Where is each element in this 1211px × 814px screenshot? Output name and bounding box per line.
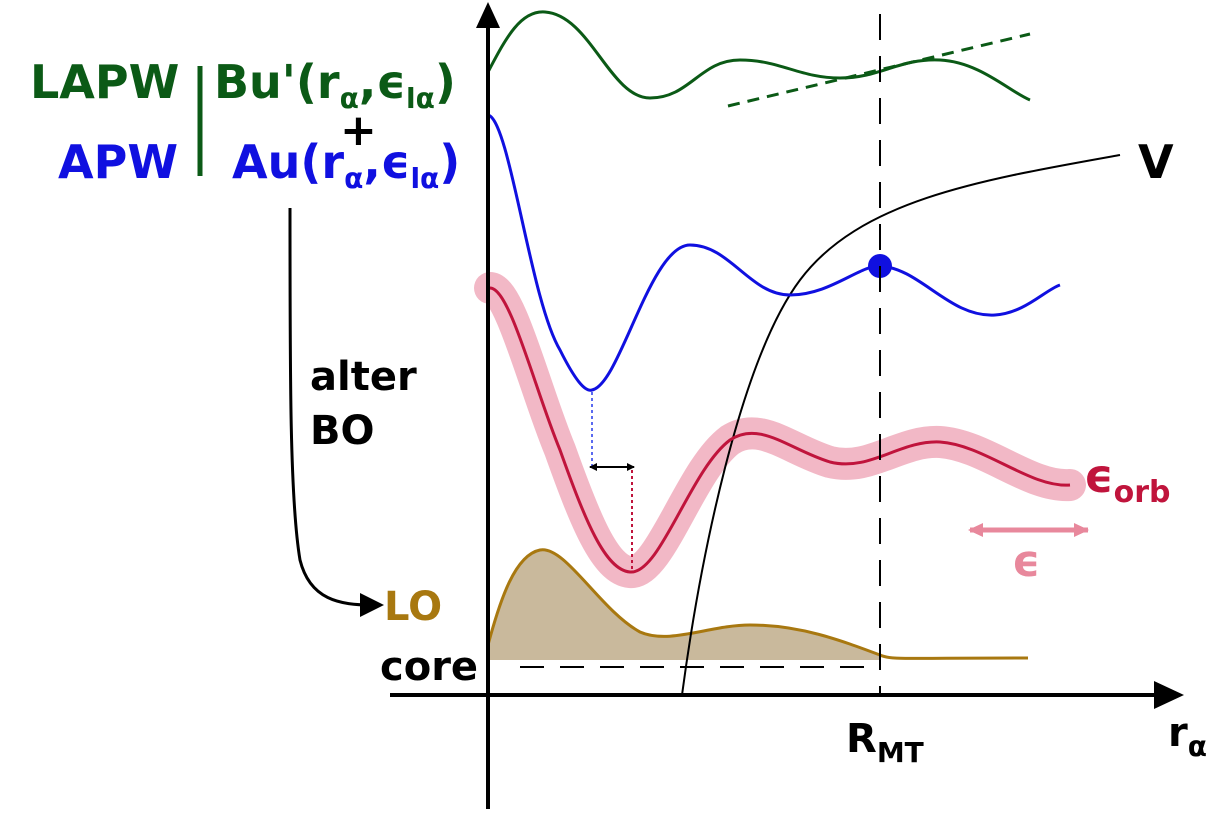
potential-curve [681, 154, 1121, 696]
alter-bo-arrowhead [360, 593, 384, 617]
lapw-label: LAPW [30, 55, 179, 109]
y-axis-arrowhead [476, 2, 500, 28]
lapw-tangent-line [727, 32, 1031, 108]
r-axis-label: rα [1168, 710, 1207, 763]
apw-curve [487, 113, 1061, 392]
rmt-label: RMT [846, 716, 924, 769]
core-label: core [380, 644, 478, 690]
orbital-curve [489, 286, 1071, 574]
apw-label: APW [58, 135, 178, 189]
v-label: V [1138, 135, 1174, 189]
lo-area-fill [488, 549, 880, 660]
lapw-term: Bu'(rα,ϵlα) [214, 55, 456, 115]
alter-bo-arrow [288, 207, 373, 607]
epsilon-label: ϵ [1012, 536, 1040, 587]
bo-label: BO [310, 408, 375, 454]
lapw-curve [486, 10, 1031, 102]
plus-sign: + [340, 105, 377, 156]
lo-label: LO [384, 584, 442, 630]
x-axis-arrowhead [1154, 681, 1184, 709]
eorb-label: ϵorb [1084, 449, 1171, 510]
alter-label: alter [310, 354, 417, 400]
lo-curve [486, 548, 1029, 660]
apw-term: Au(rα,ϵlα) [232, 135, 460, 195]
